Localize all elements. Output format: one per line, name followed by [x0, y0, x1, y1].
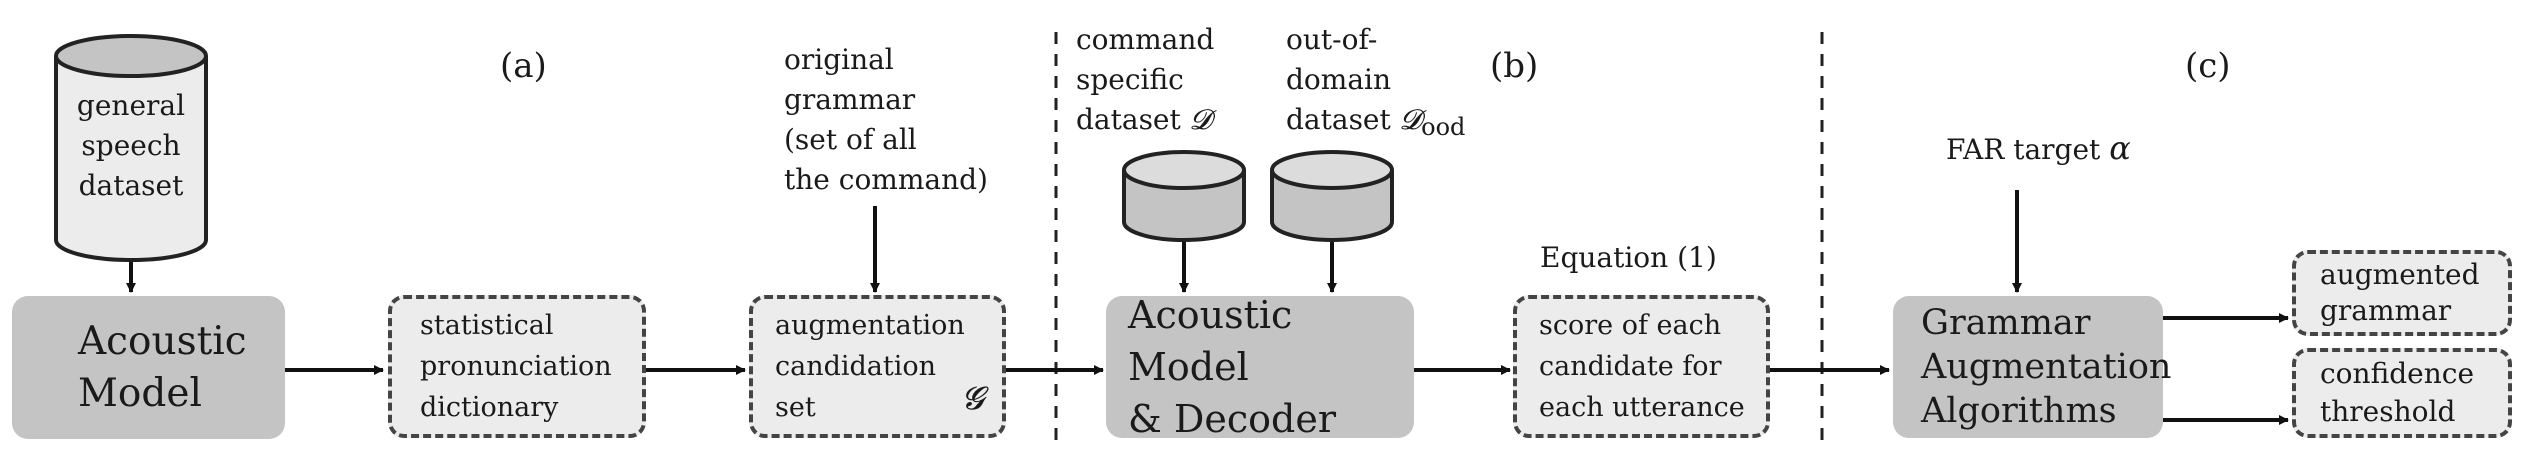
general-dataset-label: general speech dataset — [76, 89, 186, 202]
acoustic-model-box: Acoustic Model — [12, 296, 285, 439]
augmentation-set-box: augmentation candidation set 𝓖 — [749, 295, 1006, 438]
command-dataset-cylinder — [1122, 150, 1246, 242]
ood-dataset-cylinder — [1270, 150, 1394, 242]
pronunciation-dictionary-box: statistical pronunciation dictionary — [388, 295, 646, 438]
dataset-d-symbol: 𝓓 — [1189, 103, 1212, 136]
algorithms-box: Grammar Augmentation Algorithms — [1893, 296, 2171, 438]
ood-dataset-label: out-of- domain dataset 𝓓ood — [1286, 23, 1466, 141]
augmented-grammar-box: augmented grammar — [2292, 250, 2512, 336]
grammar-g-symbol: 𝓖 — [961, 379, 984, 417]
far-target-label: FAR target α — [1946, 129, 2131, 167]
confidence-threshold-box: confidence threshold — [2292, 348, 2512, 438]
decoder-box: Acoustic Model & Decoder — [1106, 293, 1414, 441]
panel-label-b: (b) — [1490, 46, 1539, 86]
alpha-symbol: α — [2109, 129, 2131, 167]
command-dataset-label: command specific dataset 𝓓 — [1076, 23, 1215, 136]
dataset-d-ood-symbol: 𝓓 — [1399, 103, 1422, 136]
general-dataset-cylinder — [54, 34, 208, 262]
equation-label: Equation (1) — [1540, 241, 1717, 274]
panel-label-c: (c) — [2185, 46, 2231, 86]
original-grammar-label: original grammar (set of all the command… — [784, 43, 988, 196]
scores-box: score of each candidate for each utteran… — [1513, 295, 1770, 438]
panel-label-a: (a) — [500, 46, 547, 86]
